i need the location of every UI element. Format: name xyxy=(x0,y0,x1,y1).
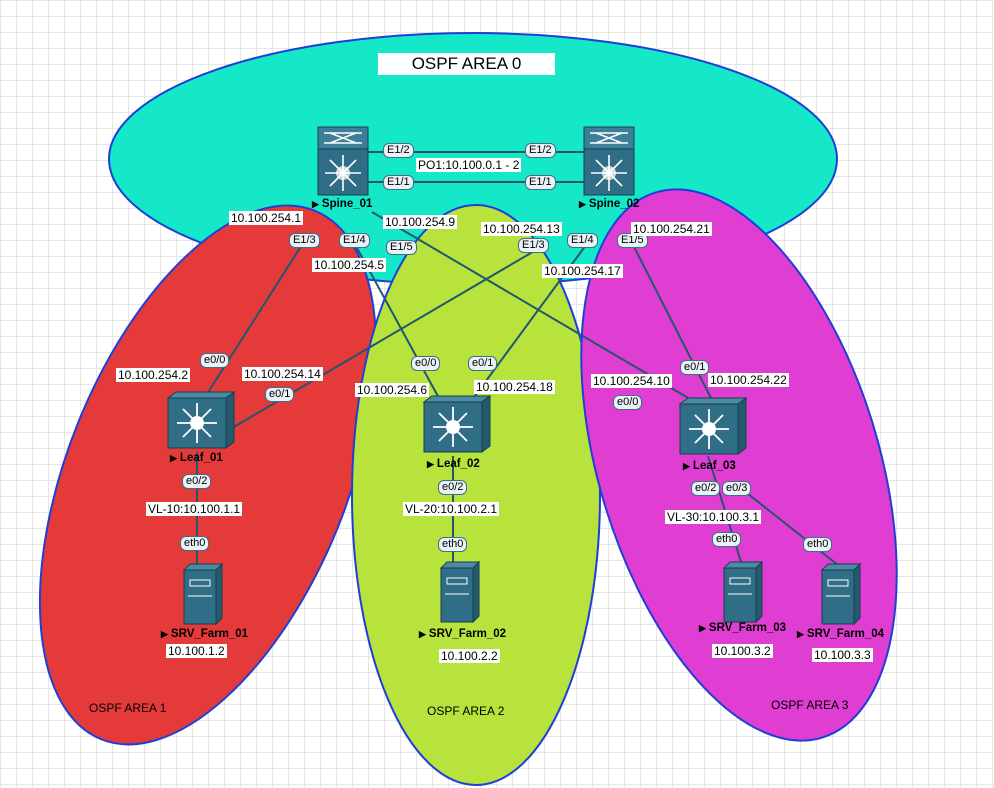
play-icon: ▶ xyxy=(427,459,434,469)
ip-10-100-254-21: 10.100.254.21 xyxy=(631,222,712,236)
port-srv04-eth0: eth0 xyxy=(803,537,833,552)
play-icon: ▶ xyxy=(579,199,586,209)
srv-farm-02-ip: 10.100.2.2 xyxy=(439,649,500,663)
srv-farm-01-server-icon xyxy=(182,562,224,626)
ip-10-100-254-18: 10.100.254.18 xyxy=(474,380,555,394)
po1-label: PO1:10.100.0.1 - 2 xyxy=(416,158,522,172)
port-leaf03-e0-3: e0/3 xyxy=(722,481,752,496)
port-spine01-e1-3: E1/3 xyxy=(289,233,320,248)
port-leaf03-e0-1: e0/1 xyxy=(680,360,710,375)
port-leaf02-e0-2: e0/2 xyxy=(438,480,468,495)
ip-10-100-254-13: 10.100.254.13 xyxy=(481,222,562,236)
ip-10-100-254-5: 10.100.254.5 xyxy=(312,258,387,272)
play-icon: ▶ xyxy=(419,629,426,639)
spine-01-switch-icon xyxy=(317,126,369,196)
area-1-title: OSPF AREA 1 xyxy=(89,701,167,715)
spine-02-label[interactable]: ▶Spine_02 xyxy=(579,198,639,210)
srv-farm-02-name: SRV_Farm_02 xyxy=(428,628,507,640)
play-icon: ▶ xyxy=(312,199,319,209)
srv-farm-01-label[interactable]: ▶SRV_Farm_01 xyxy=(161,628,248,640)
area-2-title: OSPF AREA 2 xyxy=(427,704,505,718)
port-spine01-e1-1: E1/1 xyxy=(383,175,414,190)
play-icon: ▶ xyxy=(161,629,168,639)
ip-10-100-254-9: 10.100.254.9 xyxy=(383,215,458,229)
srv-farm-04-label[interactable]: ▶SRV_Farm_04 xyxy=(797,628,884,640)
port-leaf02-e0-1: e0/1 xyxy=(468,356,498,371)
play-icon: ▶ xyxy=(683,461,690,471)
port-leaf02-e0-0: e0/0 xyxy=(411,356,441,371)
srv-farm-01-name: SRV_Farm_01 xyxy=(170,628,249,640)
port-leaf03-e0-2: e0/2 xyxy=(691,481,721,496)
port-leaf01-e0-1: e0/1 xyxy=(265,387,295,402)
spine-02-switch-icon xyxy=(583,126,635,196)
srv-farm-03-label[interactable]: ▶SRV_Farm_03 xyxy=(699,622,786,634)
spine-01-label[interactable]: ▶Spine_01 xyxy=(312,198,372,210)
ip-10-100-254-14: 10.100.254.14 xyxy=(242,367,323,381)
spine-01-name: Spine_01 xyxy=(321,198,373,210)
area-2-region xyxy=(351,204,601,786)
port-spine02-e1-2: E1/2 xyxy=(525,143,556,158)
leaf-03-name: Leaf_03 xyxy=(692,460,736,472)
vlan-30-label: VL-30:10.100.3.1 xyxy=(665,510,762,524)
ip-10-100-254-10: 10.100.254.10 xyxy=(591,374,672,388)
port-srv03-eth0: eth0 xyxy=(712,532,742,547)
play-icon: ▶ xyxy=(170,453,177,463)
leaf-02-label[interactable]: ▶Leaf_02 xyxy=(427,458,480,470)
port-leaf01-e0-0: e0/0 xyxy=(200,353,230,368)
leaf-01-switch-icon xyxy=(166,391,236,449)
port-spine02-e1-4: E1/4 xyxy=(567,233,598,248)
ip-10-100-254-2: 10.100.254.2 xyxy=(116,368,191,382)
area-0-title: OSPF AREA 0 xyxy=(378,53,555,75)
leaf-01-label[interactable]: ▶Leaf_01 xyxy=(170,452,223,464)
play-icon: ▶ xyxy=(699,623,706,633)
srv-farm-03-name: SRV_Farm_03 xyxy=(708,622,787,634)
srv-farm-04-name: SRV_Farm_04 xyxy=(806,628,885,640)
area-3-title: OSPF AREA 3 xyxy=(771,698,849,712)
vlan-20-label: VL-20:10.100.2.1 xyxy=(403,502,500,516)
vlan-10-label: VL-10:10.100.1.1 xyxy=(146,502,243,516)
port-spine01-e1-4: E1/4 xyxy=(339,233,370,248)
leaf-02-name: Leaf_02 xyxy=(436,458,480,470)
port-leaf03-e0-0: e0/0 xyxy=(613,395,643,410)
port-srv01-eth0: eth0 xyxy=(180,536,210,551)
port-spine01-e1-5: E1/5 xyxy=(386,240,417,255)
srv-farm-03-ip: 10.100.3.2 xyxy=(712,644,773,658)
spine-02-name: Spine_02 xyxy=(588,198,640,210)
ip-10-100-254-22: 10.100.254.22 xyxy=(708,373,789,387)
leaf-03-label[interactable]: ▶Leaf_03 xyxy=(683,460,736,472)
leaf-01-name: Leaf_01 xyxy=(179,452,223,464)
srv-farm-04-ip: 10.100.3.3 xyxy=(812,648,873,662)
srv-farm-03-server-icon xyxy=(722,560,764,624)
area-3-region xyxy=(580,188,898,742)
link-spine01-leaf01 xyxy=(199,239,306,406)
port-srv02-eth0: eth0 xyxy=(438,537,468,552)
ip-10-100-254-6: 10.100.254.6 xyxy=(355,383,430,397)
ip-10-100-254-1: 10.100.254.1 xyxy=(229,211,304,225)
play-icon: ▶ xyxy=(797,629,804,639)
srv-farm-02-label[interactable]: ▶SRV_Farm_02 xyxy=(419,628,506,640)
srv-farm-01-ip: 10.100.1.2 xyxy=(166,644,227,658)
srv-farm-04-server-icon xyxy=(820,562,862,626)
port-spine02-e1-1: E1/1 xyxy=(525,175,556,190)
port-spine01-e1-2: E1/2 xyxy=(383,143,414,158)
srv-farm-02-server-icon xyxy=(439,560,481,624)
port-leaf01-e0-2: e0/2 xyxy=(182,474,212,489)
leaf-03-switch-icon xyxy=(678,397,748,455)
port-spine02-e1-3: E1/3 xyxy=(518,238,549,253)
leaf-02-switch-icon xyxy=(422,395,492,453)
ip-10-100-254-17: 10.100.254.17 xyxy=(542,264,623,278)
